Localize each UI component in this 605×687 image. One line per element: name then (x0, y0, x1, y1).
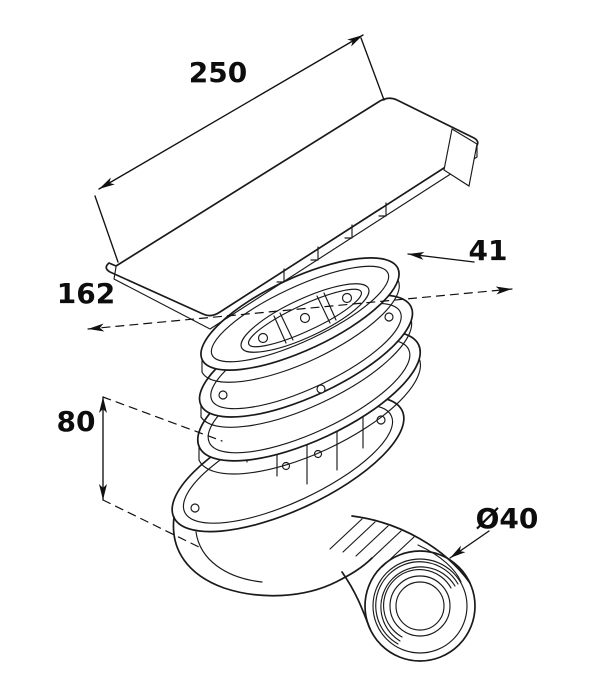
dimension-label-80: 80 (57, 405, 96, 438)
strainer-screw (341, 292, 353, 304)
cover-face (105, 97, 479, 317)
strainer-screw (299, 312, 311, 324)
dimension-label-162: 162 (57, 277, 115, 310)
leader-line (407, 251, 475, 263)
cover-plate (105, 97, 479, 330)
dimension-label-250: 250 (189, 56, 247, 89)
dimension-label-diameter-40: Ø40 (476, 502, 539, 535)
extension-line (102, 499, 204, 550)
dimension-body-depth: 80 (57, 396, 223, 550)
dimension-line (87, 286, 513, 332)
extension-line (94, 195, 119, 263)
dimension-label-41: 41 (469, 234, 508, 267)
outlet-thread (380, 566, 456, 642)
outlet-thread (375, 561, 459, 645)
cover-end-flap (443, 128, 478, 187)
extension-line (102, 396, 223, 442)
bowl-screw (190, 503, 200, 513)
elbow-outer-profile (351, 515, 471, 584)
dimension-line (98, 34, 364, 190)
dimension-drain-length: 162 (57, 277, 513, 332)
dimension-outlet-diameter: Ø40 (449, 502, 539, 559)
drain-assembly (105, 97, 479, 662)
leader-line (449, 530, 490, 559)
dimensions-layer: 250 162 41 80 Ø40 (57, 34, 539, 559)
flange-screw (384, 312, 394, 322)
dimension-flange-height: 41 (407, 234, 508, 267)
dimension-cover-length: 250 (94, 34, 385, 263)
outlet-thread (383, 569, 452, 638)
strainer-screw (257, 332, 269, 344)
extension-line (360, 37, 385, 101)
cover-ribs (276, 202, 387, 283)
elbow-inner-profile (341, 571, 371, 630)
flange-screw (218, 390, 228, 400)
collar-threads (329, 518, 415, 568)
outlet-elbow (329, 515, 476, 662)
flange-screw (316, 384, 326, 394)
